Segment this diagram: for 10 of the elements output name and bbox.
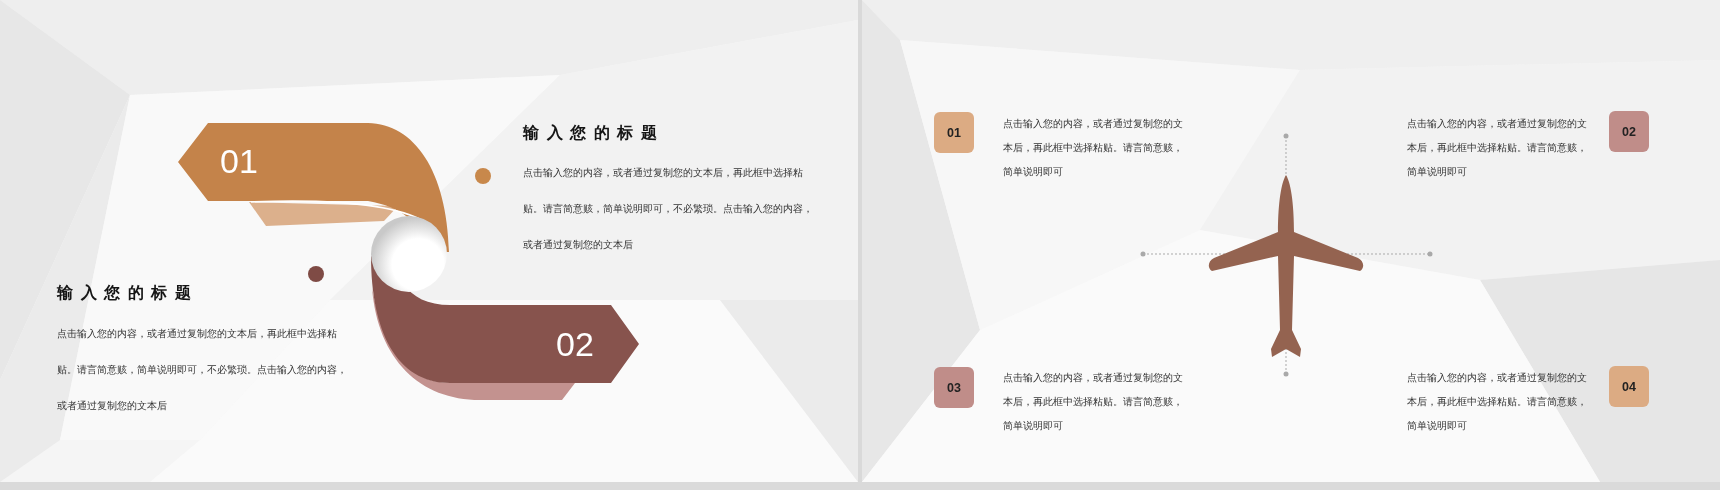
banner-number: 01 (220, 142, 258, 180)
body-text: 点击输入您的内容，或者通过复制您的文本后，再此框中选择粘贴。请言简意赅，简单说明即可，不必繁琐。点击输入您的内容，或者通过复制您的文本后 (523, 166, 814, 252)
description-text: 点击输入您的内容，或者通过复制您的文本后，再此框中选择粘贴。请言简意赅，简单说明即可 (1407, 117, 1588, 179)
description-text: 点击输入您的内容，或者通过复制您的文本后，再此框中选择粘贴。请言简意赅，简单说明即可 (1003, 371, 1184, 433)
section-title: 输入您的标题 (523, 122, 664, 144)
description-text: 点击输入您的内容，或者通过复制您的文本后，再此框中选择粘贴。请言简意赅，简单说明即可 (1407, 371, 1588, 433)
description-text: 点击输入您的内容，或者通过复制您的文本后，再此框中选择粘贴。请言简意赅，简单说明即可 (1003, 117, 1184, 179)
banner-number: 02 (556, 325, 594, 363)
body-text: 点击输入您的内容，或者通过复制您的文本后，再此框中选择粘贴。请言简意赅，简单说明即可，不必繁琐。点击输入您的内容，或者通过复制您的文本后 (57, 327, 348, 413)
section-title: 输入您的标题 (57, 282, 198, 304)
